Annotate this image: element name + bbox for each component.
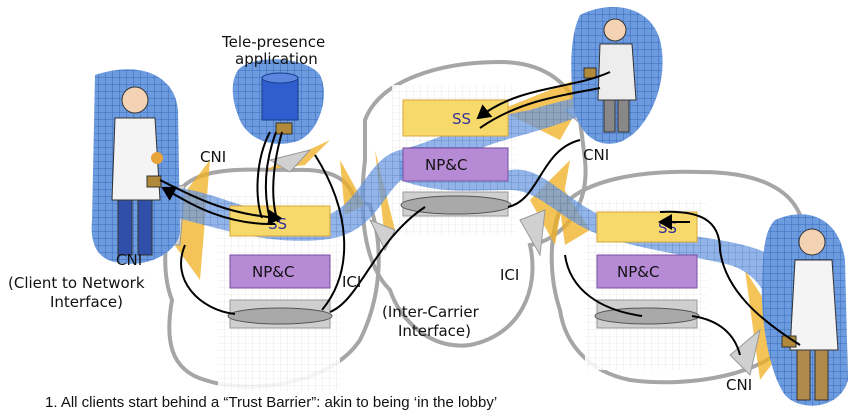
cni-label-top-left: CNI (200, 148, 226, 166)
telepresence-label-line1: Tele-presence (221, 33, 325, 51)
npc-label: NP&C (425, 156, 467, 174)
transport-box-left (227, 299, 333, 329)
ss-box-right: SS (596, 211, 698, 243)
carrier-cloud-left (163, 167, 381, 389)
ici-label-right: ICI (500, 266, 519, 284)
cni-label-left: CNI (116, 251, 142, 269)
npc-box-middle: NP&C (402, 147, 509, 182)
signaling-arrows (159, 71, 801, 356)
transport-box-right (594, 299, 700, 329)
telepresence-server (232, 59, 324, 144)
ss-box-middle: SS (402, 99, 509, 137)
client-person-bottom-right (761, 214, 848, 406)
client-person-left (91, 69, 180, 264)
npc-box-left: NP&C (229, 254, 331, 289)
footnote: 1. All clients start behind a “Trust Bar… (45, 394, 497, 411)
npc-box-right: NP&C (596, 254, 698, 289)
client-network-label-line1: (Client to Network (8, 274, 145, 292)
inter-carrier-label-line2: Interface) (398, 322, 471, 340)
ss-label: SS (452, 110, 471, 128)
cni-label-bottom-right: CNI (726, 376, 752, 394)
carrier-cloud-middle (360, 59, 588, 348)
client-network-label-line2: Interface) (50, 293, 123, 311)
npc-label: NP&C (617, 263, 659, 281)
client-person-top-right (571, 7, 663, 144)
npc-label: NP&C (252, 263, 294, 281)
cni-label-top-right: CNI (583, 146, 609, 164)
transport-box-middle (400, 191, 512, 217)
telepresence-label-line2: application (235, 50, 318, 68)
inter-carrier-label-line1: (Inter-Carrier (382, 303, 480, 321)
ici-label-left: ICI (342, 273, 361, 291)
